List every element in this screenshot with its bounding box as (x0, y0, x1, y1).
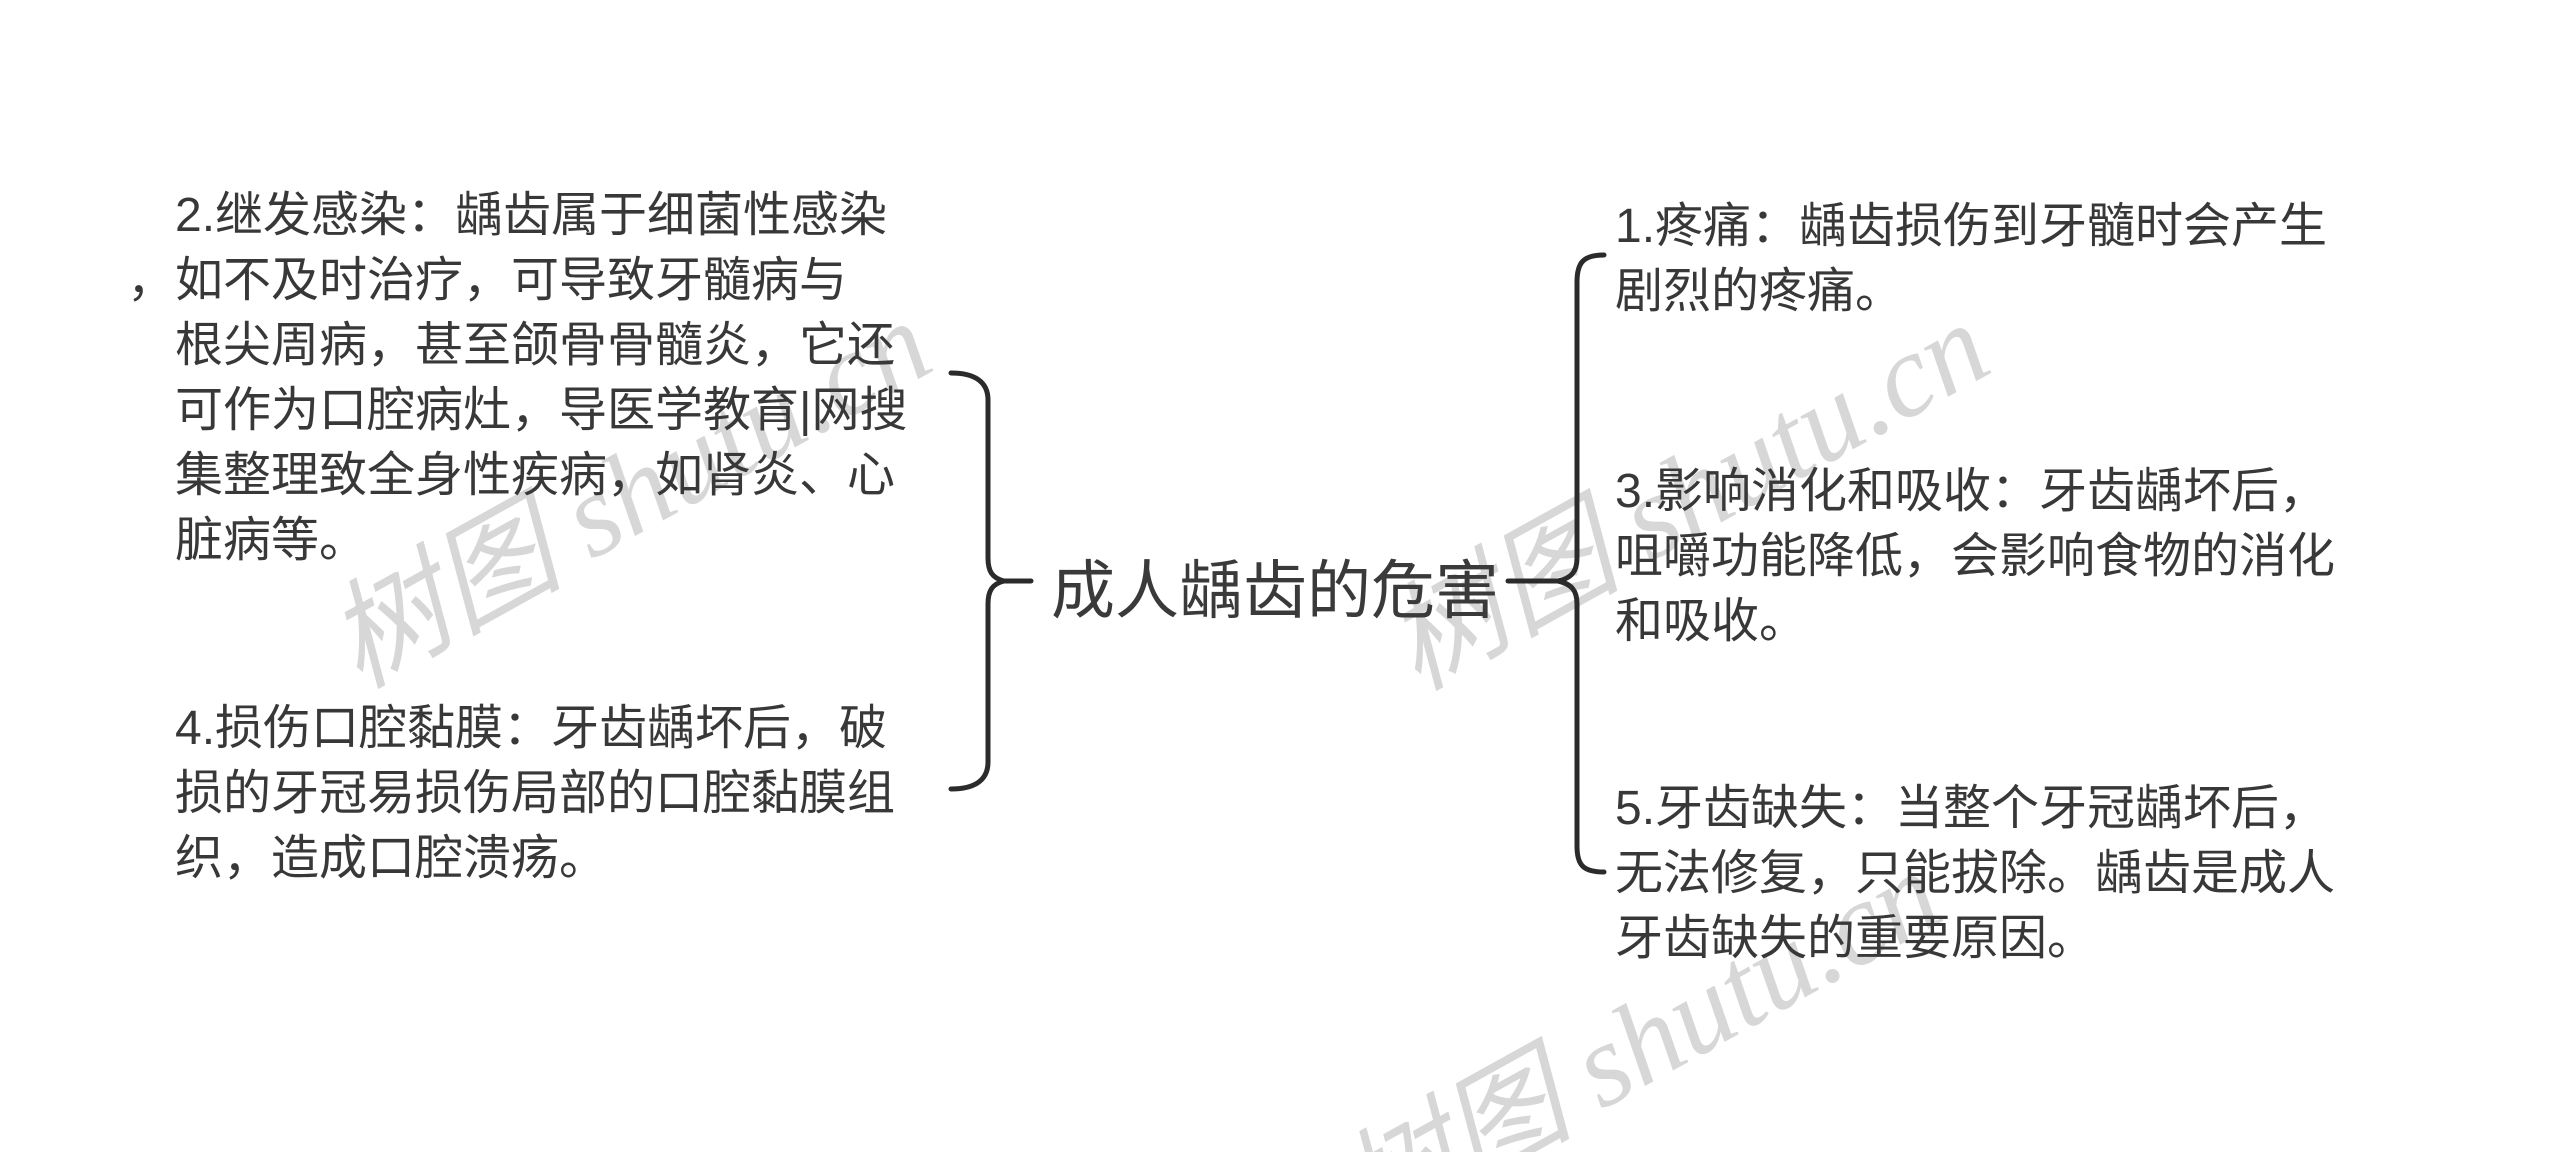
text-line: 咀嚼功能降低，会影响食物的消化 (1615, 530, 2336, 583)
text-line: 剧烈的疼痛。 (1615, 265, 1904, 318)
text-line: 无法修复，只能拔除。龋齿是成人 (1615, 847, 2336, 900)
right-brace (1557, 252, 1607, 875)
text-line: 4.损伤口腔黏膜：牙齿龋坏后，破 (175, 702, 888, 755)
text-line: 2.继发感染：龋齿属于细菌性感染 (175, 189, 888, 242)
text-line: 根尖周病，甚至颌骨骨髓炎，它还 (175, 319, 896, 372)
branch-node-pain: 1.疼痛：龋齿损伤到牙髓时会产生剧烈的疼痛。 (1615, 194, 2327, 324)
text-line: 1.疼痛：龋齿损伤到牙髓时会产生 (1615, 200, 2328, 253)
text-line: 集整理致全身性疾病，如肾炎、心 (175, 449, 896, 502)
text-line: 和吸收。 (1615, 595, 1808, 648)
text-line: 5.牙齿缺失：当整个牙冠龋坏后， (1615, 782, 2328, 835)
text-line: 损的牙冠易损伤局部的口腔黏膜组 (175, 767, 896, 820)
text-line: 牙齿缺失的重要原因。 (1615, 912, 2096, 965)
left-brace (948, 370, 1005, 792)
branch-node-oral-mucosa-damage: 4.损伤口腔黏膜：牙齿龋坏后，破损的牙冠易损伤局部的口腔黏膜组织，造成口腔溃疡。 (175, 696, 895, 891)
branch-node-digestion-absorption: 3.影响消化和吸收：牙齿龋坏后， 咀嚼功能降低，会影响食物的消化和吸收。 (1615, 459, 2335, 654)
text-line: 脏病等。 (175, 514, 368, 567)
text-line: 织，造成口腔溃疡。 (175, 832, 608, 885)
branch-node-tooth-loss: 5.牙齿缺失：当整个牙冠龋坏后， 无法修复，只能拔除。龋齿是成人牙齿缺失的重要原因… (1615, 776, 2335, 971)
text-line: 3.影响消化和吸收：牙齿龋坏后， (1615, 465, 2328, 518)
branch-node-secondary-infection: 2.继发感染：龋齿属于细菌性感染 ，如不及时治疗，可导致牙髓病与根尖周病，甚至颌骨… (127, 183, 908, 573)
text-line: 可作为口腔病灶，导医学教育|网搜 (175, 384, 908, 437)
root-topic-node: 成人龋齿的危害 (1051, 555, 1499, 627)
text-line: ，如不及时治疗，可导致牙髓病与 (127, 254, 848, 307)
